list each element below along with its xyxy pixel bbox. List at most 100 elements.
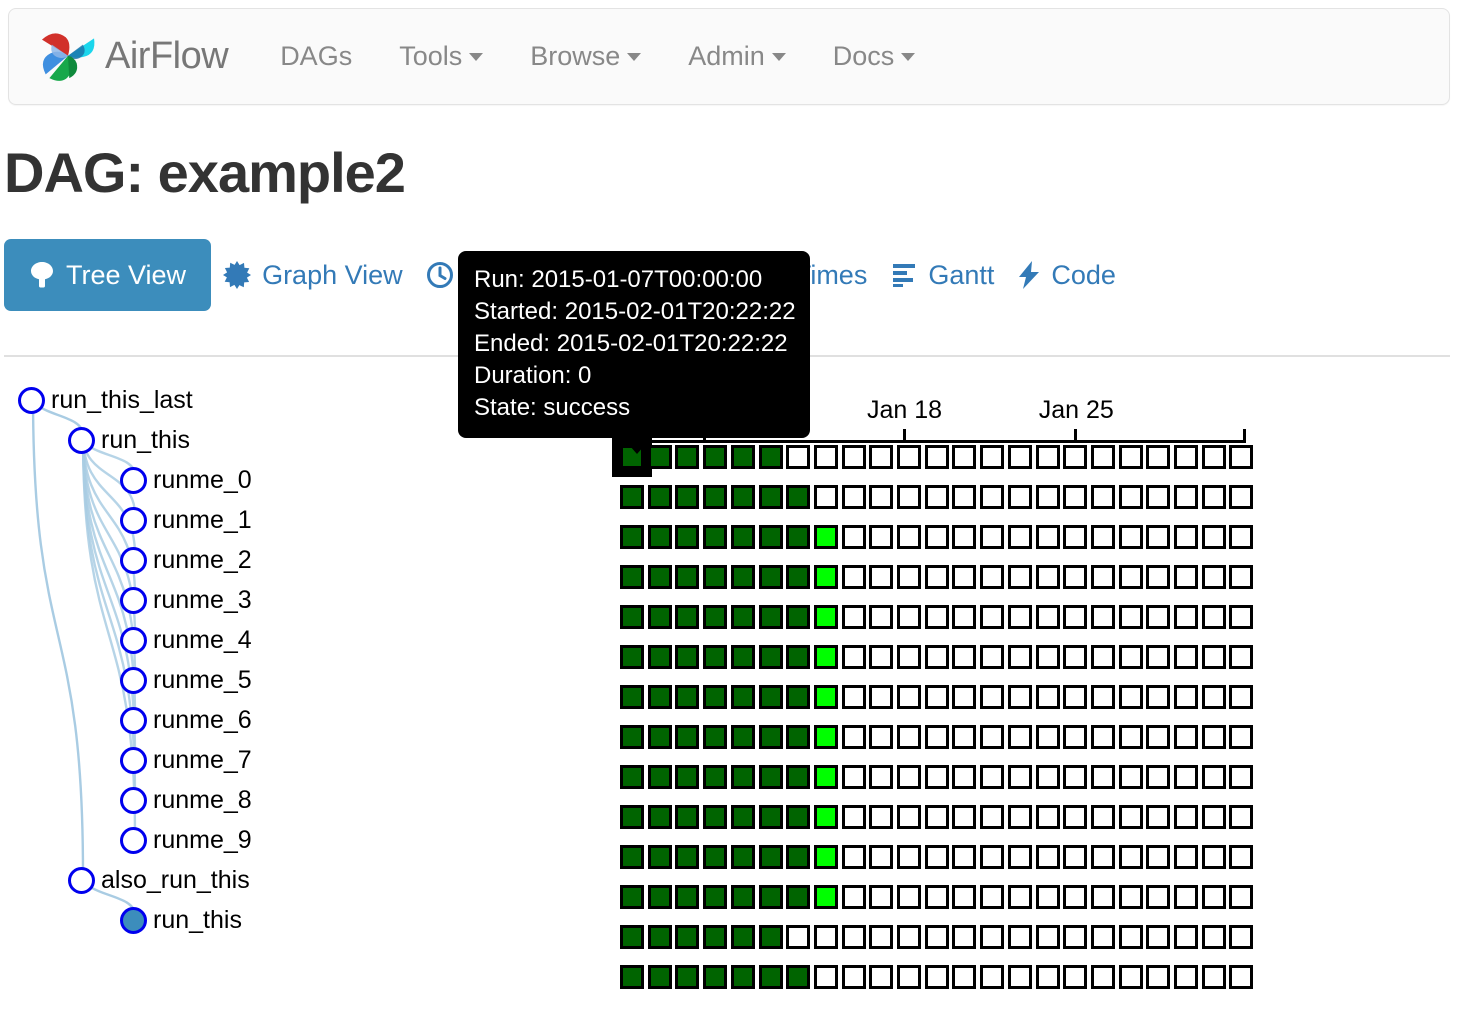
tree-node-runme_6[interactable]: runme_6 (120, 700, 252, 740)
task-instance-cell[interactable] (620, 525, 644, 549)
task-instance-cell[interactable] (1118, 685, 1143, 709)
task-instance-cell[interactable] (897, 965, 921, 989)
task-instance-cell[interactable] (620, 485, 644, 509)
task-instance-cell[interactable] (980, 725, 1005, 749)
task-instance-cell[interactable] (1201, 765, 1226, 789)
task-instance-cell[interactable] (1174, 445, 1198, 469)
task-instance-cell[interactable] (1146, 445, 1171, 469)
task-instance-cell[interactable] (730, 565, 755, 589)
task-instance-cell[interactable] (1229, 605, 1254, 629)
task-instance-cell[interactable] (703, 965, 728, 989)
tab-tree-view[interactable]: Tree View (4, 239, 212, 311)
task-instance-cell[interactable] (703, 485, 728, 509)
task-instance-cell[interactable] (1035, 845, 1060, 869)
task-instance-cell[interactable] (786, 965, 811, 989)
task-instance-cell[interactable] (841, 965, 866, 989)
task-instance-cell[interactable] (647, 525, 672, 549)
task-instance-cell[interactable] (1063, 685, 1088, 709)
task-instance-cell[interactable] (620, 645, 644, 669)
task-instance-cell[interactable] (1007, 605, 1032, 629)
task-instance-cell[interactable] (647, 725, 672, 749)
task-instance-cell[interactable] (675, 965, 700, 989)
task-instance-cell[interactable] (620, 605, 644, 629)
task-instance-cell[interactable] (841, 805, 866, 829)
task-instance-cell[interactable] (897, 805, 921, 829)
task-instance-cell[interactable] (1201, 845, 1226, 869)
task-instance-cell[interactable] (1007, 445, 1032, 469)
node-circle-icon[interactable] (18, 386, 45, 414)
task-instance-cell[interactable] (1229, 445, 1254, 469)
task-instance-cell[interactable] (730, 525, 755, 549)
task-instance-cell[interactable] (647, 925, 672, 949)
task-instance-cell[interactable] (1063, 925, 1088, 949)
task-instance-cell[interactable] (758, 645, 783, 669)
task-instance-cell[interactable] (1229, 685, 1254, 709)
task-instance-cell[interactable] (758, 965, 783, 989)
nav-item-admin[interactable]: Admin (688, 41, 786, 72)
task-instance-cell[interactable] (1118, 485, 1143, 509)
task-instance-cell[interactable] (1229, 645, 1254, 669)
task-instance-cell[interactable] (869, 645, 894, 669)
task-instance-cell[interactable] (1007, 925, 1032, 949)
tab-gantt[interactable]: Gantt (879, 239, 1006, 311)
nav-item-dags[interactable]: DAGs (280, 41, 352, 72)
task-instance-cell[interactable] (1063, 605, 1088, 629)
task-instance-cell[interactable] (897, 525, 921, 549)
node-circle-icon[interactable] (120, 826, 147, 854)
task-instance-cell[interactable] (786, 805, 811, 829)
task-instance-cell[interactable] (786, 925, 811, 949)
task-instance-cell[interactable] (703, 725, 728, 749)
tree-node-also_run_this[interactable]: also_run_this (68, 860, 250, 900)
task-instance-cell[interactable] (897, 605, 921, 629)
task-instance-cell[interactable] (1118, 805, 1143, 829)
task-instance-cell[interactable] (1174, 965, 1198, 989)
task-instance-cell[interactable] (1090, 565, 1115, 589)
task-instance-cell[interactable] (1118, 525, 1143, 549)
task-instance-cell[interactable] (841, 525, 866, 549)
task-instance-cell[interactable] (758, 805, 783, 829)
task-instance-cell[interactable] (924, 645, 949, 669)
task-instance-cell[interactable] (924, 845, 949, 869)
tree-node-runme_4[interactable]: runme_4 (120, 620, 252, 660)
task-instance-cell[interactable] (730, 445, 755, 469)
task-instance-cell[interactable] (730, 845, 755, 869)
task-instance-cell[interactable] (924, 445, 949, 469)
task-instance-cell[interactable] (1063, 805, 1088, 829)
task-instance-cell[interactable] (1035, 725, 1060, 749)
task-instance-cell[interactable] (1090, 645, 1115, 669)
task-instance-cell[interactable] (675, 605, 700, 629)
task-instance-cell[interactable] (841, 565, 866, 589)
task-instance-cell[interactable] (1118, 765, 1143, 789)
task-instance-cell[interactable] (952, 885, 977, 909)
task-instance-cell[interactable] (813, 725, 838, 749)
task-instance-cell[interactable] (1118, 565, 1143, 589)
task-instance-cell[interactable] (1146, 765, 1171, 789)
task-instance-cell[interactable] (1035, 685, 1060, 709)
task-instance-cell[interactable] (869, 925, 894, 949)
task-instance-cell[interactable] (647, 565, 672, 589)
task-instance-cell[interactable] (1118, 965, 1143, 989)
task-instance-cell[interactable] (841, 725, 866, 749)
task-instance-cell[interactable] (952, 925, 977, 949)
task-instance-cell[interactable] (1063, 765, 1088, 789)
node-circle-icon[interactable] (120, 586, 147, 614)
task-instance-cell[interactable] (786, 765, 811, 789)
task-instance-cell[interactable] (675, 725, 700, 749)
task-instance-cell[interactable] (1146, 845, 1171, 869)
task-instance-cell[interactable] (1007, 885, 1032, 909)
task-instance-cell[interactable] (980, 565, 1005, 589)
task-instance-cell[interactable] (730, 765, 755, 789)
task-instance-cell[interactable] (1174, 725, 1198, 749)
task-instance-cell[interactable] (675, 925, 700, 949)
task-instance-cell[interactable] (841, 485, 866, 509)
task-instance-cell[interactable] (1118, 845, 1143, 869)
task-instance-cell[interactable] (952, 445, 977, 469)
task-instance-cell[interactable] (758, 445, 783, 469)
task-instance-cell[interactable] (1007, 765, 1032, 789)
task-instance-cell[interactable] (1090, 925, 1115, 949)
task-instance-cell[interactable] (1229, 765, 1254, 789)
task-instance-cell[interactable] (841, 925, 866, 949)
task-instance-cell[interactable] (786, 685, 811, 709)
task-instance-cell[interactable] (980, 845, 1005, 869)
task-instance-cell[interactable] (869, 445, 894, 469)
